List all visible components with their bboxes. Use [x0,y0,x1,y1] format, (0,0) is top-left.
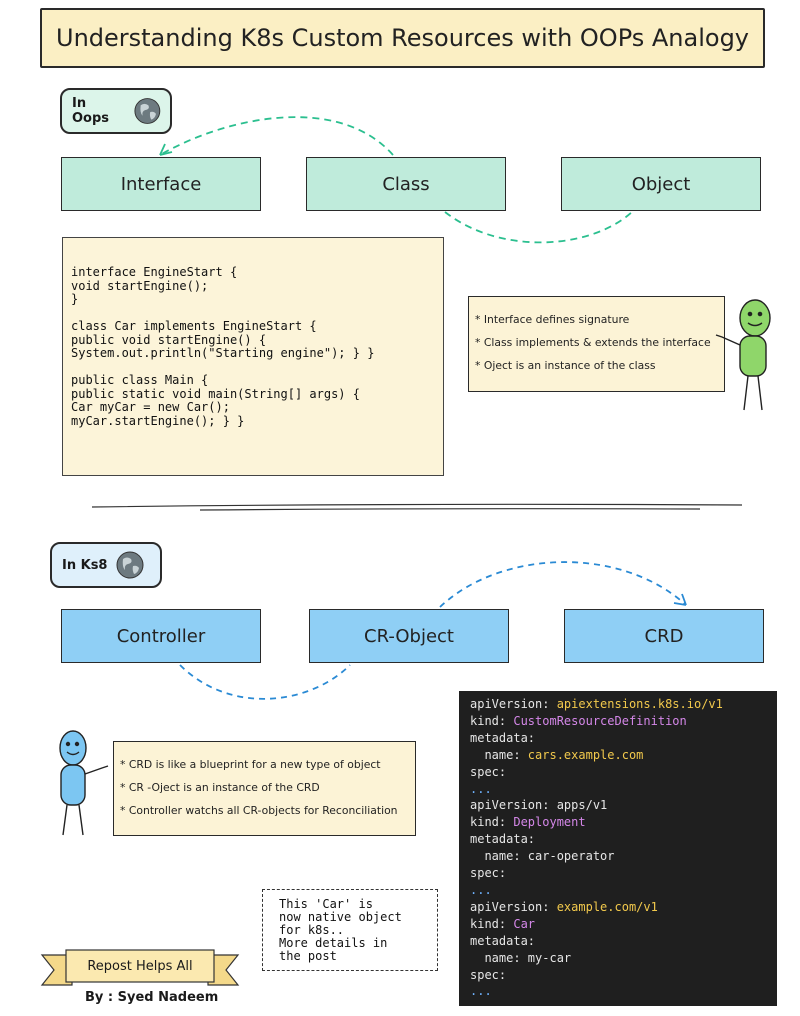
yaml-line: ... [470,882,777,899]
yaml-line: apiVersion: apiextensions.k8s.io/v1 [470,696,777,713]
java-code-panel: interface EngineStart { void startEngine… [62,237,444,476]
arrowhead-crd [673,593,687,606]
box-controller: Controller [61,609,261,663]
yaml-key: apiVersion: [470,899,557,914]
yaml-key: ... [470,781,492,796]
author-credit: By : Syed Nadeem [85,990,219,1005]
yaml-line: name: cars.example.com [470,747,777,764]
box-interface: Interface [61,157,261,211]
yaml-value: car-operator [527,849,615,864]
note-line: * Class implements & extends the interfa… [475,336,711,349]
yaml-key: name: [470,849,528,864]
box-crd: CRD [564,609,764,663]
arrow-controller-to-crobject [179,664,351,700]
yaml-key: name: [470,950,528,965]
yaml-key: kind: [470,815,514,830]
yaml-key: spec: [470,866,507,881]
yaml-key: metadata: [470,832,536,847]
yaml-value: Car [513,916,536,931]
yaml-line: ... [470,983,777,1000]
note-line: * Interface defines signature [475,313,630,326]
yaml-key: metadata: [470,933,536,948]
note-line: * Controller watchs all CR-objects for R… [120,804,398,817]
yaml-key: name: [470,747,528,762]
arrow-class-to-interface [159,116,394,156]
section-label-oops: In Oops [60,88,172,134]
yaml-value: CustomResourceDefinition [513,713,687,728]
yaml-value: example.com/v1 [556,899,658,914]
yaml-value: Deployment [513,815,586,830]
yaml-line: apiVersion: example.com/v1 [470,899,777,916]
note-line: * CR -Oject is an instance of the CRD [120,781,320,794]
yaml-line: metadata: [470,933,777,950]
yaml-value: my-car [527,950,572,965]
yaml-key: ... [470,984,492,999]
yaml-line: name: car-operator [470,848,777,865]
banner-text: Repost Helps All [87,958,193,974]
arrow-crobject-to-crd [439,561,687,608]
yaml-line: kind: CustomResourceDefinition [470,713,777,730]
yaml-line: kind: Deployment [470,814,777,831]
dashed-note: This 'Car' is now native object for k8s.… [262,889,438,971]
yaml-key: metadata: [470,730,536,745]
yaml-line: ... [470,781,777,798]
yaml-line: kind: Car [470,916,777,933]
yaml-key: apiVersion: [470,697,557,711]
yaml-key: spec: [470,967,507,982]
section-divider [91,503,743,511]
yaml-value: cars.example.com [527,747,644,762]
yaml-key: kind: [470,713,514,728]
yaml-line: spec: [470,865,777,882]
page-title: Understanding K8s Custom Resources with … [40,8,765,68]
yaml-line: spec: [470,967,777,984]
yaml-line: metadata: [470,730,777,747]
yaml-line: spec: [470,764,777,781]
arrowhead-interface [159,143,173,156]
oops-notes: * Interface defines signature * Class im… [468,296,725,392]
yaml-key: spec: [470,764,507,779]
section-label-text: In Ks8 [62,557,108,573]
box-object: Object [561,157,761,211]
yaml-line: apiVersion: apps/v1 [470,797,777,814]
yaml-value: apiextensions.k8s.io/v1 [556,697,723,711]
note-line: * CRD is like a blueprint for a new type… [120,758,381,771]
globe-icon [134,98,161,124]
section-label-text: In Oops [72,96,110,126]
section-label-k8s: In Ks8 [50,542,162,588]
k8s-notes: * CRD is like a blueprint for a new type… [113,741,416,836]
note-line: * Oject is an instance of the class [475,359,656,372]
stick-figure-icon [715,299,771,411]
yaml-key: kind: [470,916,514,931]
box-cr-object: CR-Object [309,609,509,663]
yaml-value: apps/v1 [556,798,608,813]
stick-figure-icon [59,730,109,836]
arrow-class-to-object [444,211,633,244]
ribbon-banner-icon [40,949,240,986]
yaml-key: ... [470,882,492,897]
yaml-line: metadata: [470,831,777,848]
yaml-key: apiVersion: [470,798,557,813]
yaml-line: name: my-car [470,950,777,967]
box-class: Class [306,157,506,211]
globe-icon [116,551,144,579]
